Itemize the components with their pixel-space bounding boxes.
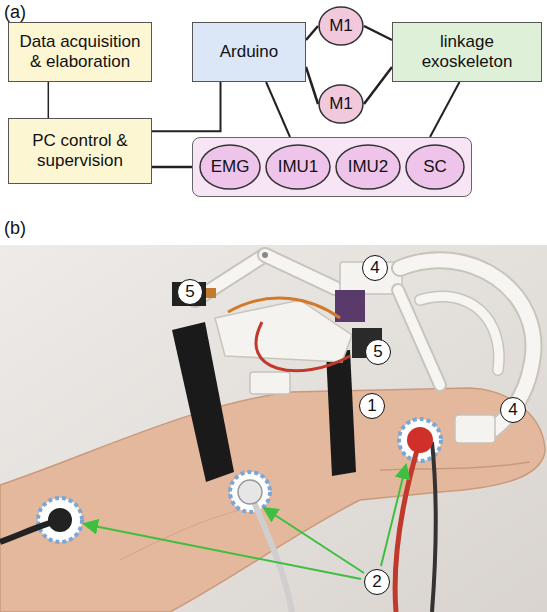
node-text: M1	[329, 94, 353, 114]
sensor-group: EMG IMU1 IMU2 SC	[192, 137, 472, 197]
node-text: M1	[329, 16, 353, 36]
motor-circle: M1	[318, 6, 364, 46]
connector-line	[266, 82, 290, 137]
process-box: Data acquisition & elaboration	[8, 22, 152, 82]
connector-line	[152, 166, 192, 169]
exoskeleton-box: linkage exoskeleton	[392, 22, 542, 82]
node-text: PC control & supervision	[14, 131, 146, 170]
connector-line	[364, 26, 392, 40]
connector-line	[306, 26, 318, 40]
node-text: SC	[423, 157, 447, 177]
connector-line	[48, 82, 50, 118]
callout-number: 4	[362, 255, 388, 281]
sensor-oval: SC	[405, 144, 465, 190]
callout-number: 5	[365, 339, 391, 365]
callout-number: 1	[359, 393, 385, 419]
connector-line	[306, 67, 318, 104]
callout-number: 2	[364, 569, 390, 595]
node-text: linkage exoskeleton	[398, 32, 536, 71]
motor-circle: M1	[318, 84, 364, 124]
process-box: PC control & supervision	[8, 118, 152, 184]
connector-line	[152, 82, 221, 131]
sensor-oval: IMU1	[265, 144, 331, 190]
node-text: EMG	[211, 157, 250, 177]
callout-number: 4	[500, 397, 526, 423]
sensor-oval: IMU2	[335, 144, 401, 190]
sensor-oval: EMG	[199, 144, 261, 190]
node-text: Data acquisition & elaboration	[14, 32, 146, 71]
panel-label: (b)	[4, 218, 26, 239]
node-text: Arduino	[220, 42, 279, 62]
panel-label: (a)	[4, 2, 26, 23]
node-text: IMU1	[278, 157, 319, 177]
controller-box: Arduino	[192, 22, 306, 82]
connector-line	[430, 82, 460, 137]
connector-line	[364, 67, 392, 104]
node-text: IMU2	[348, 157, 389, 177]
callout-number: 5	[177, 279, 203, 305]
